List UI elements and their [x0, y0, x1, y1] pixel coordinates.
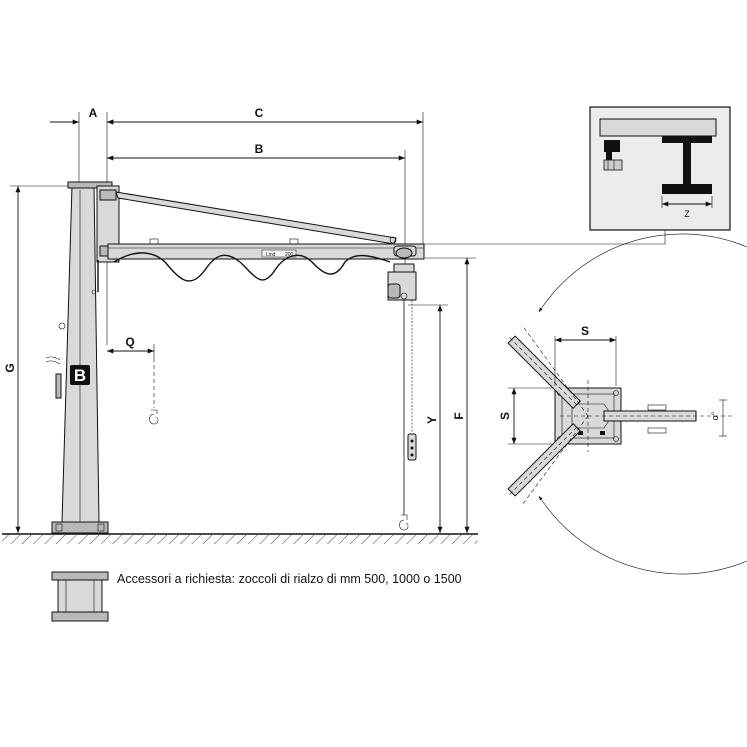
dimension-label-q: Q [125, 335, 134, 349]
min-hook-position [149, 358, 159, 425]
dimension-label-z: Z [684, 209, 690, 219]
dimension-label-f: F [452, 412, 466, 419]
crane-boom: Lind 200 [96, 185, 425, 263]
dimension-label-s-side: S [498, 412, 512, 420]
electric-hoist [387, 245, 417, 531]
festoon-cable [97, 252, 391, 292]
boom-capacity-label: 200 [285, 252, 294, 258]
hook-icon [149, 409, 159, 425]
dimension-label-a: A [89, 106, 98, 120]
dimension-label-c: C [255, 106, 264, 120]
hook-icon [399, 514, 409, 531]
dimension-label-g: G [3, 363, 17, 372]
dimension-label-y: Y [425, 416, 439, 424]
dimension-label-b: B [255, 142, 264, 156]
dimension-lines: A C B G Q Y F [3, 106, 476, 533]
crane-column: B [45, 181, 113, 534]
beam-section-detail: Z [424, 106, 731, 245]
plan-view: S S α° [498, 233, 747, 575]
rotation-angle-label: α° [710, 411, 720, 420]
accessory-raised-base [51, 571, 109, 622]
ground [2, 533, 478, 544]
dimension-label-s-top: S [581, 324, 589, 338]
manufacturer-logo: B [70, 365, 90, 385]
svg-text:B: B [74, 366, 86, 385]
accessories-caption: Accessori a richiesta: zoccoli di rialzo… [117, 572, 462, 586]
boom-brand-label: Lind [266, 252, 276, 258]
